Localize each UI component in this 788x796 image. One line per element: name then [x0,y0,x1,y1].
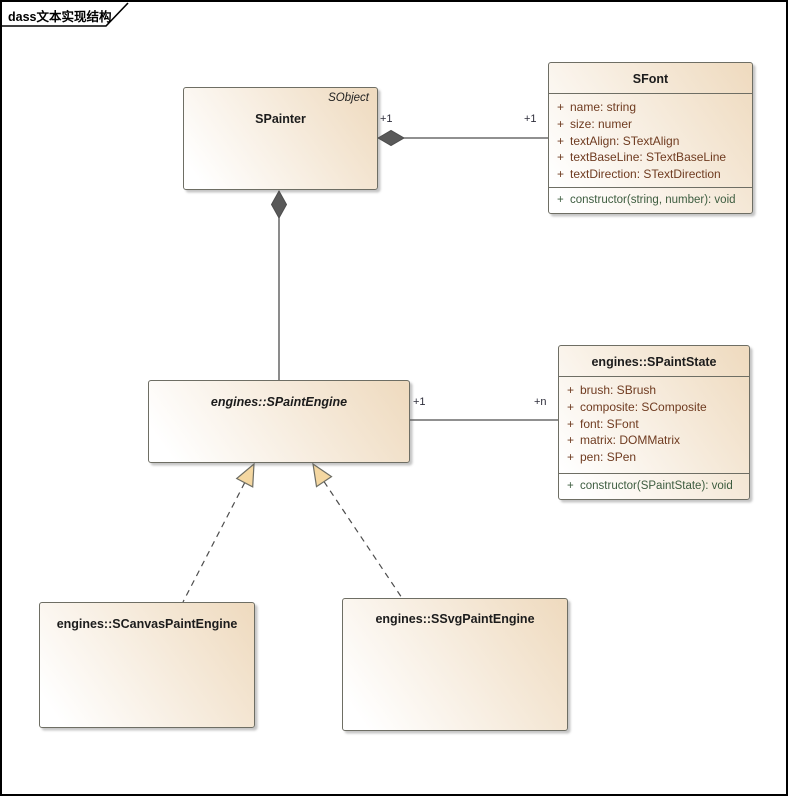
multiplicity-engine-state-source: +1 [413,396,426,408]
attribute-text: font: SFont [580,416,639,431]
visibility-marker: + [567,450,575,465]
multiplicity-painter-font-target: +1 [524,113,537,125]
attribute-row: + font: SFont [559,416,749,433]
attribute-row: + size: numer [549,116,752,133]
attributes-compartment: + name: string + size: numer + textAlign: S… [549,93,752,187]
attribute-text: composite: SComposite [580,399,707,414]
attributes-compartment: + brush: SBrush + composite: SComposite + f… [559,376,749,473]
attribute-text: size: numer [570,116,633,131]
frame-tab-label: dass文本实现结构 [8,10,112,24]
class-title-scanvaspaintengine: engines::SCanvasPaintEngine [56,617,238,631]
operation-text: constructor(SPaintState): void [580,480,733,492]
operations-compartment: + constructor(string, number): void [549,187,752,213]
operation-text: constructor(string, number): void [570,194,736,206]
visibility-marker: + [557,116,565,131]
attribute-text: textBaseLine: STextBaseLine [570,150,727,165]
attribute-text: textDirection: STextDirection [570,167,721,182]
class-sfont[interactable]: SFont + name: string + size: numer + textAl… [548,62,753,214]
class-header: SFont [549,63,752,93]
attribute-row: + brush: SBrush [559,382,749,399]
class-spaintengine[interactable]: engines::SPaintEngine [148,380,410,463]
visibility-marker: + [567,433,575,448]
operation-row: + constructor(SPaintState): void [559,478,749,495]
composition-diamond-painter-font [376,129,406,147]
visibility-marker: + [557,100,565,114]
visibility-marker: + [567,416,575,431]
realization-arrow-canvas [235,462,255,488]
realization-line-svg [323,481,403,599]
class-scanvaspaintengine[interactable]: engines::SCanvasPaintEngine [39,602,255,728]
attribute-text: textAlign: STextAlign [570,133,680,148]
class-ssvgpaintengine[interactable]: engines::SSvgPaintEngine [342,598,568,731]
multiplicity-painter-font-source: +1 [380,113,393,125]
class-title-spaintstate: engines::SPaintState [591,355,717,369]
class-title-spainter: SPainter [255,112,306,126]
realization-arrow-svg [312,462,333,488]
attribute-row: + composite: SComposite [559,399,749,416]
class-title-ssvgpaintengine: engines::SSvgPaintEngine [375,612,535,626]
visibility-marker: + [557,150,565,165]
multiplicity-engine-state-target: +n [534,396,547,408]
attribute-row: + matrix: DOMMatrix [559,432,749,449]
attribute-row: + name: string [549,99,752,116]
attribute-row: + textBaseLine: STextBaseLine [549,149,752,166]
visibility-marker: + [567,480,574,492]
composition-diamond-painter-engine [270,189,288,220]
visibility-marker: + [557,167,565,182]
class-title-sfont: SFont [632,72,669,86]
class-header: engines::SPaintState [559,346,749,376]
attribute-row: + pen: SPen [559,449,749,466]
visibility-marker: + [557,194,564,206]
operation-row: + constructor(string, number): void [549,192,752,209]
attribute-row: + textAlign: STextAlign [549,133,752,150]
attribute-text: brush: SBrush [580,383,657,397]
attribute-text: matrix: DOMMatrix [580,433,680,448]
class-title-spaintengine: engines::SPaintEngine [210,395,348,409]
visibility-marker: + [557,133,565,148]
stereotype-label: SObject [328,92,369,104]
visibility-marker: + [567,383,575,397]
class-spainter[interactable]: SObject SPainter [183,87,378,190]
class-spaintstate[interactable]: engines::SPaintState +brush: SBrush +com… [558,345,750,500]
attribute-text: name: string [570,100,637,114]
realization-line-canvas [182,482,246,603]
visibility-marker: + [567,399,575,414]
attribute-text: pen: SPen [580,450,637,465]
attribute-row: + textDirection: STextDirection [549,166,752,183]
operations-compartment: + constructor(SPaintState): void [559,473,749,499]
